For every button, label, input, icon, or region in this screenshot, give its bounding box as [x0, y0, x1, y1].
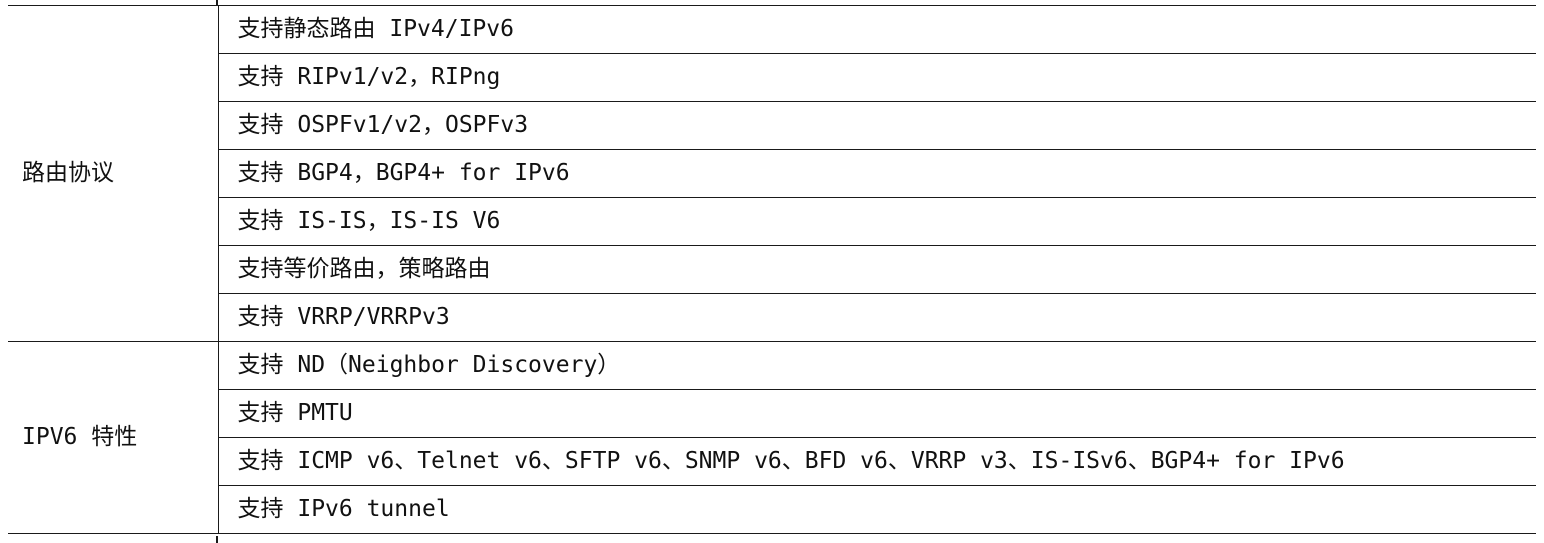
spec-table: 路由协议 支持静态路由 IPv4/IPv6 支持 RIPv1/v2，RIPng …	[8, 5, 1536, 534]
column-divider-top	[216, 0, 218, 5]
table-row: 支持 PMTU	[8, 389, 1536, 438]
feature-static-routing: 支持静态路由 IPv4/IPv6	[218, 5, 1536, 54]
feature-vrrp: 支持 VRRP/VRRPv3	[218, 293, 1536, 342]
feature-ipv6-protocols: 支持 ICMP v6、Telnet v6、SFTP v6、SNMP v6、BFD…	[218, 437, 1536, 486]
feature-rip: 支持 RIPv1/v2，RIPng	[218, 53, 1536, 102]
column-divider-bottom	[216, 536, 218, 543]
table-row: 支持 ICMP v6、Telnet v6、SFTP v6、SNMP v6、BFD…	[8, 437, 1536, 486]
table-row: 支持等价路由，策略路由	[8, 245, 1536, 294]
table-row: 支持 IPv6 tunnel	[8, 485, 1536, 534]
table-row: 支持 IS-IS，IS-IS V6	[8, 197, 1536, 246]
feature-isis: 支持 IS-IS，IS-IS V6	[218, 197, 1536, 246]
table-row: 支持 VRRP/VRRPv3	[8, 293, 1536, 342]
table-top-fragment	[8, 0, 1536, 5]
table-bottom-fragment	[8, 536, 1536, 543]
category-ipv6-features: IPV6 特性	[8, 341, 219, 534]
table-row: 支持 OSPFv1/v2，OSPFv3	[8, 101, 1536, 150]
feature-ospf: 支持 OSPFv1/v2，OSPFv3	[218, 101, 1536, 150]
feature-bgp: 支持 BGP4，BGP4+ for IPv6	[218, 149, 1536, 198]
category-routing-protocols: 路由协议	[8, 5, 219, 342]
table-row: 支持 BGP4，BGP4+ for IPv6	[8, 149, 1536, 198]
feature-ipv6-tunnel: 支持 IPv6 tunnel	[218, 485, 1536, 534]
table-row: 路由协议 支持静态路由 IPv4/IPv6	[8, 5, 1536, 342]
feature-nd: 支持 ND（Neighbor Discovery）	[218, 341, 1536, 390]
feature-pmtu: 支持 PMTU	[218, 389, 1536, 438]
table-row: 支持 RIPv1/v2，RIPng	[8, 53, 1536, 102]
table-row: IPV6 特性 支持 ND（Neighbor Discovery）	[8, 341, 1536, 534]
feature-ecmp-pbr: 支持等价路由，策略路由	[218, 245, 1536, 294]
